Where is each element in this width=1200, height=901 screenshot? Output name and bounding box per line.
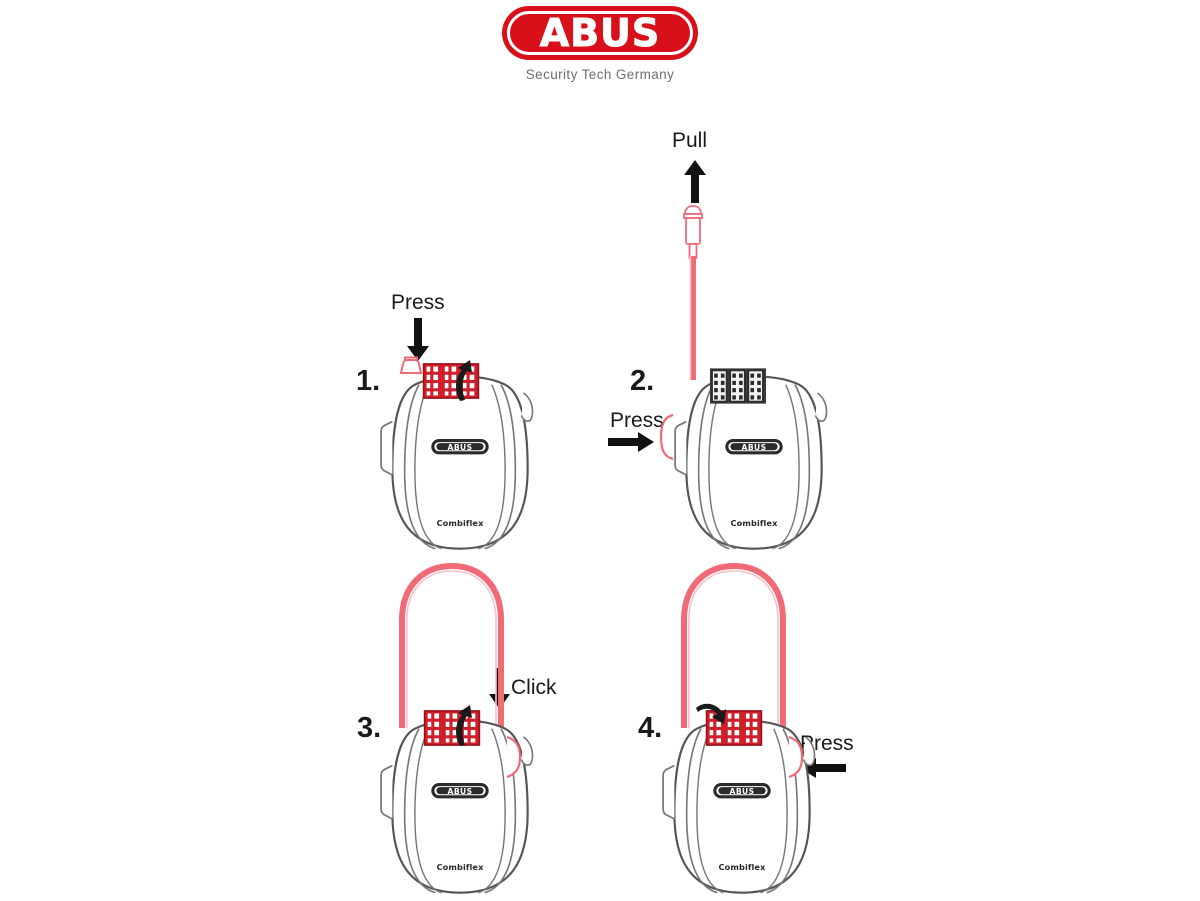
step-3-side-button[interactable] [503,735,525,779]
step-3-dial-arrow-up-icon [456,705,472,746]
step-2-arrow-right [608,432,654,452]
abus-logo: ABUS [502,6,698,60]
step-2-side-button[interactable] [655,413,677,461]
step-2-combination-dial[interactable] [709,367,767,405]
logo-wordmark: ABUS [539,11,661,55]
step-2-arrow-up [684,160,706,203]
step-1-top-button [399,356,423,374]
step-3-label-click: Click [511,676,557,699]
step-4-dial-arrow-down-icon [696,703,726,724]
step-3-number: 3. [357,712,382,744]
step-1-label-press: Press [391,291,445,314]
step-1-arrow-down [407,318,429,361]
brand-header: ABUS Security Tech Germany [0,6,1200,82]
step-1-dial-arrow-up-icon [456,360,472,401]
step-2-number: 2. [630,365,655,397]
step-3-cable-loop [399,562,504,728]
step-4-side-button[interactable] [785,735,807,779]
step-2-cable [683,205,703,380]
step-1-number: 1. [356,365,381,397]
step-4-number: 4. [638,712,663,744]
step-2-label-press: Press [610,409,664,432]
step-2-label-pull: Pull [672,129,708,152]
step-4-cable-loop [681,562,786,728]
brand-tagline: Security Tech Germany [525,67,675,82]
